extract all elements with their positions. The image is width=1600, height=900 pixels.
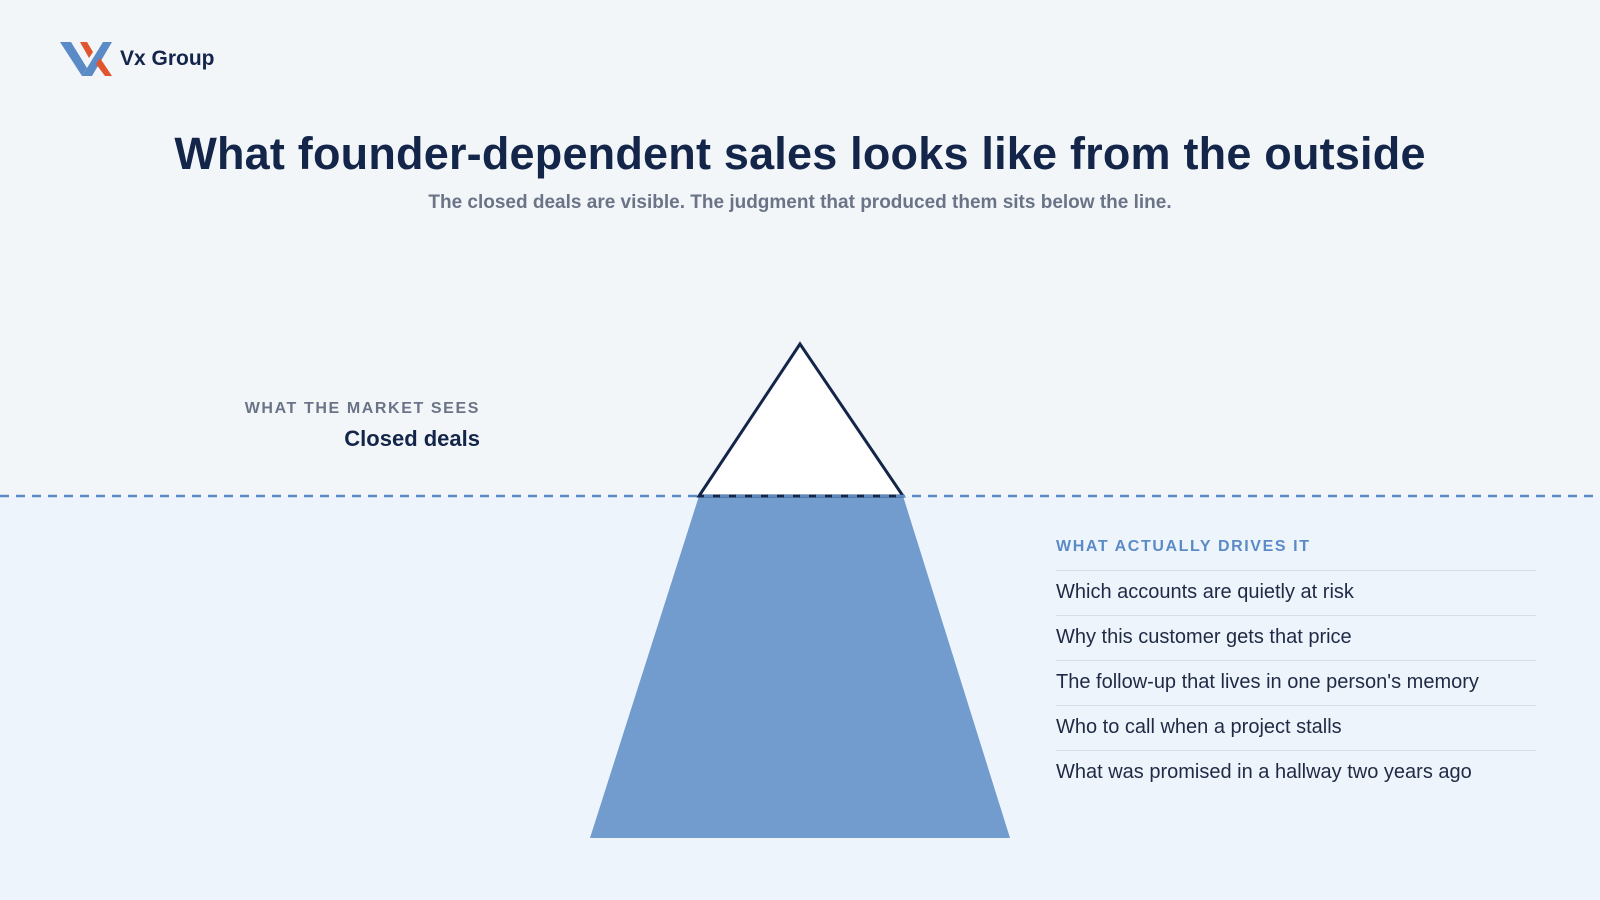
vx-logo-icon <box>60 42 112 76</box>
page-title: What founder-dependent sales looks like … <box>174 128 1426 179</box>
list-item: Which accounts are quietly at risk <box>1056 571 1536 616</box>
list-item: What was promised in a hallway two years… <box>1056 761 1472 783</box>
drivers-caption: WHAT ACTUALLY DRIVES IT <box>1056 538 1536 571</box>
market-sees-caption: WHAT THE MARKET SEES <box>244 400 480 417</box>
page-subtitle: The closed deals are visible. The judgme… <box>428 192 1172 213</box>
list-item: The follow-up that lives in one person's… <box>1056 661 1536 706</box>
list-item: Who to call when a project stalls <box>1056 706 1536 751</box>
brand-logo: Vx Group <box>60 40 215 78</box>
iceberg-underwater-body <box>590 496 1010 838</box>
drivers-list: Which accounts are quietly at risk Why t… <box>1056 571 1536 795</box>
closed-deals-label: Closed deals <box>344 426 480 451</box>
iceberg-visible-tip <box>696 341 906 498</box>
drivers-panel: WHAT ACTUALLY DRIVES IT Which accounts a… <box>1056 538 1536 795</box>
above-waterline-label: WHAT THE MARKET SEES Closed deals <box>245 400 480 452</box>
list-item: Why this customer gets that price <box>1056 616 1536 661</box>
brand-name: Vx Group <box>120 47 215 70</box>
